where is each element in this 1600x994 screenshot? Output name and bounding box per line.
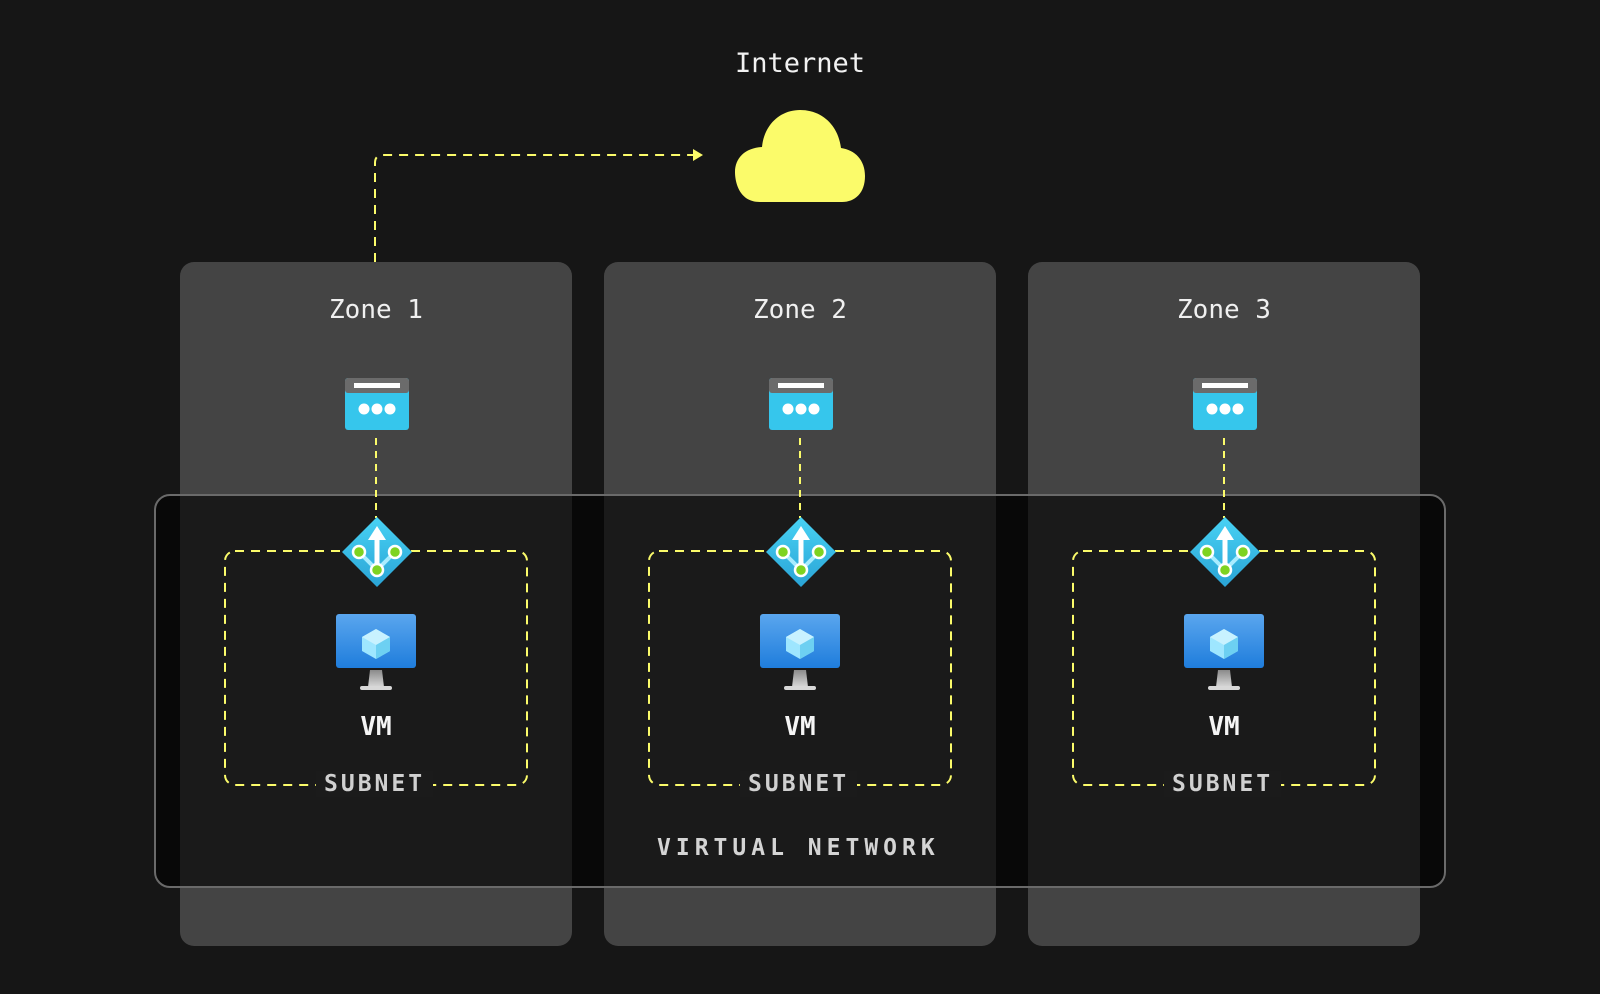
subnet-3-label: SUBNET xyxy=(1164,771,1282,797)
subnet-3-box xyxy=(1072,550,1376,786)
cloud-icon xyxy=(735,110,865,202)
nat-gateway-icon-1 xyxy=(345,378,409,430)
internet-label: Internet xyxy=(734,48,866,79)
load-balancer-icon-1 xyxy=(342,517,412,587)
subnet-1-label: SUBNET xyxy=(316,771,434,797)
gateway-links xyxy=(375,438,1225,518)
internet-connection-line xyxy=(374,154,693,262)
zone-1-label: Zone 1 xyxy=(329,295,423,325)
subnet-1-box xyxy=(224,550,528,786)
vm-3-label: VM xyxy=(1208,712,1240,742)
vm-1-label: VM xyxy=(360,712,392,742)
nat-gateway-icon-3 xyxy=(1193,378,1257,430)
arrow-head-icon xyxy=(693,149,703,161)
zone-2-label: Zone 2 xyxy=(753,295,847,325)
virtual-network-label: VIRTUAL NETWORK xyxy=(657,835,940,861)
load-balancer-icon-3 xyxy=(1190,517,1260,587)
subnet-boxes xyxy=(224,550,1376,786)
vm-icon-3 xyxy=(1184,614,1264,690)
nat-gateway-icon-2 xyxy=(769,378,833,430)
load-balancer-icon-2 xyxy=(766,517,836,587)
vm-2-label: VM xyxy=(784,712,816,742)
subnet-2-label: SUBNET xyxy=(740,771,858,797)
vm-icon-2 xyxy=(760,614,840,690)
subnet-2-box xyxy=(648,550,952,786)
zone-3-label: Zone 3 xyxy=(1177,295,1271,325)
vm-icon-1 xyxy=(336,614,416,690)
